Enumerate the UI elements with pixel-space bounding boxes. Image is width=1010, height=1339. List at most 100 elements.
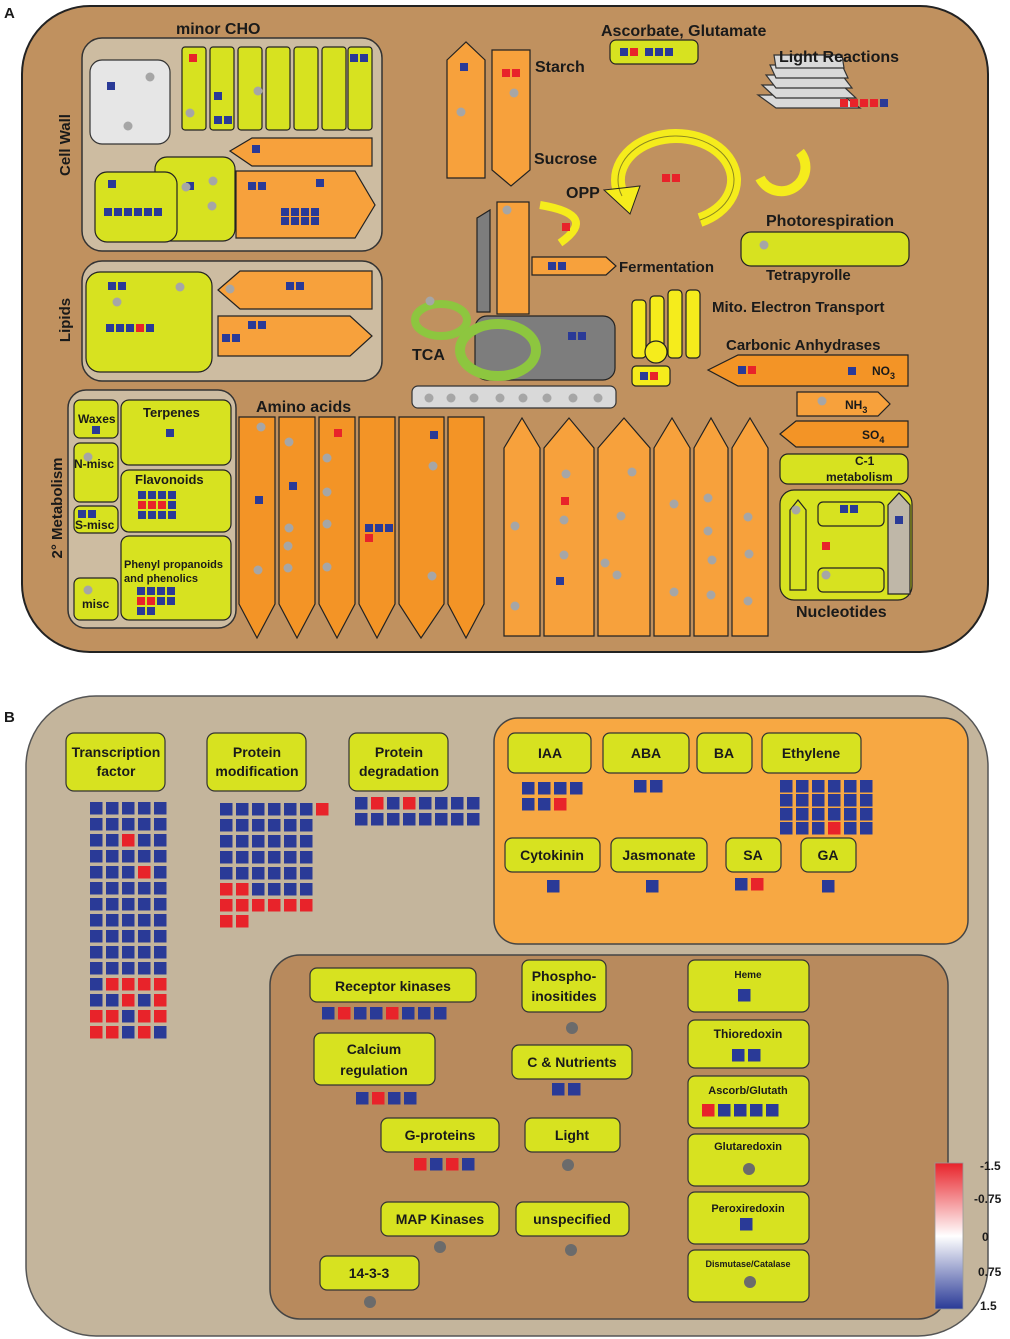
gene-marker-neutral	[542, 393, 552, 403]
gene-marker-up	[268, 899, 281, 912]
label-no3: NO3	[872, 364, 895, 381]
gene-marker-down	[106, 324, 114, 332]
lipids-arrow-right	[217, 315, 373, 357]
label-phenyl-2: and phenolics	[124, 573, 198, 585]
label-ethylene: Ethylene	[782, 745, 841, 761]
gene-marker-neutral	[284, 437, 294, 447]
minor-cho-columns	[181, 46, 373, 131]
gene-marker-down	[252, 835, 265, 848]
label-1433: 14-3-3	[349, 1265, 390, 1281]
gene-marker-down	[137, 587, 145, 595]
gene-marker-down	[538, 782, 551, 795]
gene-marker-up	[252, 899, 265, 912]
gene-marker-up	[138, 1010, 151, 1023]
gene-marker-down	[848, 367, 856, 375]
gene-marker-neutral	[509, 88, 519, 98]
label-pd-2: degradation	[359, 763, 439, 779]
gene-marker-up	[147, 597, 155, 605]
label-tca: TCA	[412, 347, 445, 364]
gene-marker-neutral	[283, 541, 293, 551]
gene-marker-neutral	[612, 570, 622, 580]
gene-marker-down	[284, 851, 297, 864]
label-calcium-2: regulation	[340, 1062, 408, 1078]
gene-marker-neutral	[207, 201, 217, 211]
gene-marker-down	[154, 898, 167, 911]
gene-marker-neutral	[791, 505, 801, 515]
gene-marker-up	[300, 899, 313, 912]
gene-marker-down	[844, 780, 857, 793]
gene-marker-neutral	[424, 393, 434, 403]
label-misc: misc	[82, 597, 110, 611]
gene-marker-down	[738, 366, 746, 374]
gene-marker-down	[138, 914, 151, 927]
gene-marker-down	[300, 803, 313, 816]
gene-marker-up	[334, 429, 342, 437]
gene-marker-up	[822, 542, 830, 550]
gene-marker-down	[154, 866, 167, 879]
gene-marker-down	[122, 1010, 135, 1023]
gene-marker-down	[248, 182, 256, 190]
gene-marker-neutral	[256, 422, 266, 432]
grey-column	[476, 208, 491, 313]
label-ascorb: Ascorb/Glutath	[708, 1085, 788, 1097]
label-so4: SO4	[862, 428, 884, 445]
gene-marker-down	[167, 587, 175, 595]
gene-marker-down	[750, 1104, 763, 1117]
panel-b-letter: B	[4, 709, 15, 726]
gene-marker-down	[316, 179, 324, 187]
gene-marker-down	[138, 898, 151, 911]
label-phospho-2: inositides	[531, 988, 597, 1004]
gene-marker-down	[556, 577, 564, 585]
gene-marker-down	[419, 813, 432, 826]
cell-wall-arrow-left	[228, 137, 373, 167]
gene-marker-up	[650, 372, 658, 380]
gene-marker-down	[844, 794, 857, 807]
gene-marker-down	[90, 834, 103, 847]
hormone-panel	[493, 717, 969, 945]
gene-marker-up	[220, 899, 233, 912]
label-opp: OPP	[566, 185, 600, 202]
gene-marker-down	[356, 1092, 369, 1105]
label-thioredoxin: Thioredoxin	[714, 1027, 783, 1041]
gene-marker-down	[355, 797, 368, 810]
gene-marker-down	[268, 867, 281, 880]
gene-marker-down	[114, 208, 122, 216]
gene-marker-down	[236, 803, 249, 816]
gene-marker-neutral	[707, 555, 717, 565]
gene-marker-down	[284, 803, 297, 816]
gene-marker-up	[554, 798, 567, 811]
gene-marker-neutral	[112, 297, 122, 307]
gene-marker-neutral	[744, 1276, 756, 1288]
gene-marker-neutral	[253, 565, 263, 575]
cell-wall-grey-block	[89, 59, 171, 145]
label-ascorbate: Ascorbate, Glutamate	[601, 23, 766, 40]
no3-arrow	[706, 354, 909, 387]
label-metabolism2: 2° Metabolism	[49, 457, 66, 558]
cell-wall-arrow-right	[235, 170, 376, 239]
gene-marker-down	[214, 116, 222, 124]
gene-marker-down	[126, 324, 134, 332]
gene-marker-down	[90, 850, 103, 863]
gene-marker-down	[860, 822, 873, 835]
gene-marker-down	[138, 511, 146, 519]
gene-marker-down	[568, 1083, 581, 1096]
gene-marker-down	[403, 813, 416, 826]
label-tf-2: factor	[97, 763, 136, 779]
gene-marker-neutral	[123, 121, 133, 131]
gene-marker-down	[796, 822, 809, 835]
gene-marker-down	[281, 208, 289, 216]
gene-marker-down	[236, 851, 249, 864]
gene-marker-down	[122, 962, 135, 975]
gene-marker-up	[748, 366, 756, 374]
gene-marker-down	[467, 813, 480, 826]
gene-marker-down	[732, 1049, 745, 1062]
label-light: Light	[555, 1127, 590, 1143]
gene-marker-neutral	[181, 182, 191, 192]
gene-marker-down	[154, 962, 167, 975]
gene-marker-down	[780, 822, 793, 835]
gene-marker-down	[108, 282, 116, 290]
gene-marker-down	[138, 946, 151, 959]
gene-marker-up	[236, 915, 249, 928]
gene-marker-down	[154, 914, 167, 927]
gene-marker-down	[538, 798, 551, 811]
